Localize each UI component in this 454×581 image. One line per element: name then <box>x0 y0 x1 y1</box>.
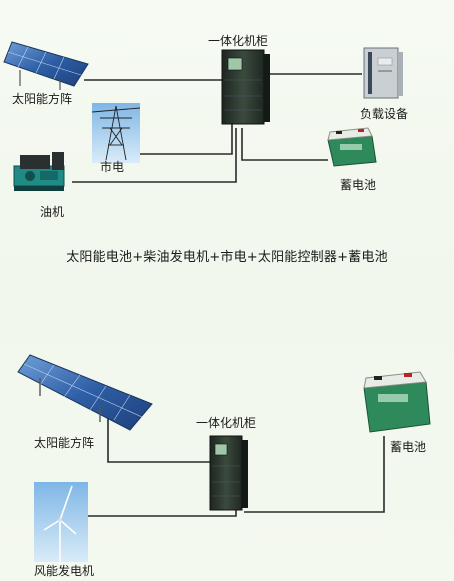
top-diesel-label: 油机 <box>40 205 65 219</box>
top-grid-label: 市电 <box>100 160 125 174</box>
top-load-equipment-icon <box>363 47 403 99</box>
bottom-solar-panel-icon <box>17 354 153 431</box>
top-cabinet-label: 一体化机柜 <box>208 34 269 48</box>
top-load-label: 负载设备 <box>360 107 409 121</box>
bottom-wind-turbine-icon <box>34 482 88 562</box>
top-cabinet-icon <box>221 49 270 125</box>
top-diesel-generator-icon <box>13 152 65 191</box>
bottom-wind-label: 风能发电机 <box>34 564 95 578</box>
top-grid-tower-icon <box>91 103 141 163</box>
top-wires <box>72 73 362 183</box>
bottom-battery-icon <box>363 371 431 433</box>
bottom-battery-label: 蓄电池 <box>390 440 427 454</box>
bottom-solar-label: 太阳能方阵 <box>34 436 95 450</box>
top-battery-label: 蓄电池 <box>340 178 377 192</box>
bottom-cabinet-icon <box>209 435 248 511</box>
top-solar-label: 太阳能方阵 <box>12 92 73 106</box>
bottom-cabinet-label: 一体化机柜 <box>196 416 257 430</box>
top-caption: 太阳能电池+柴油发电机+市电+太阳能控制器+蓄电池 <box>66 250 388 265</box>
top-battery-icon <box>327 127 377 167</box>
top-solar-panel-icon <box>3 41 89 90</box>
